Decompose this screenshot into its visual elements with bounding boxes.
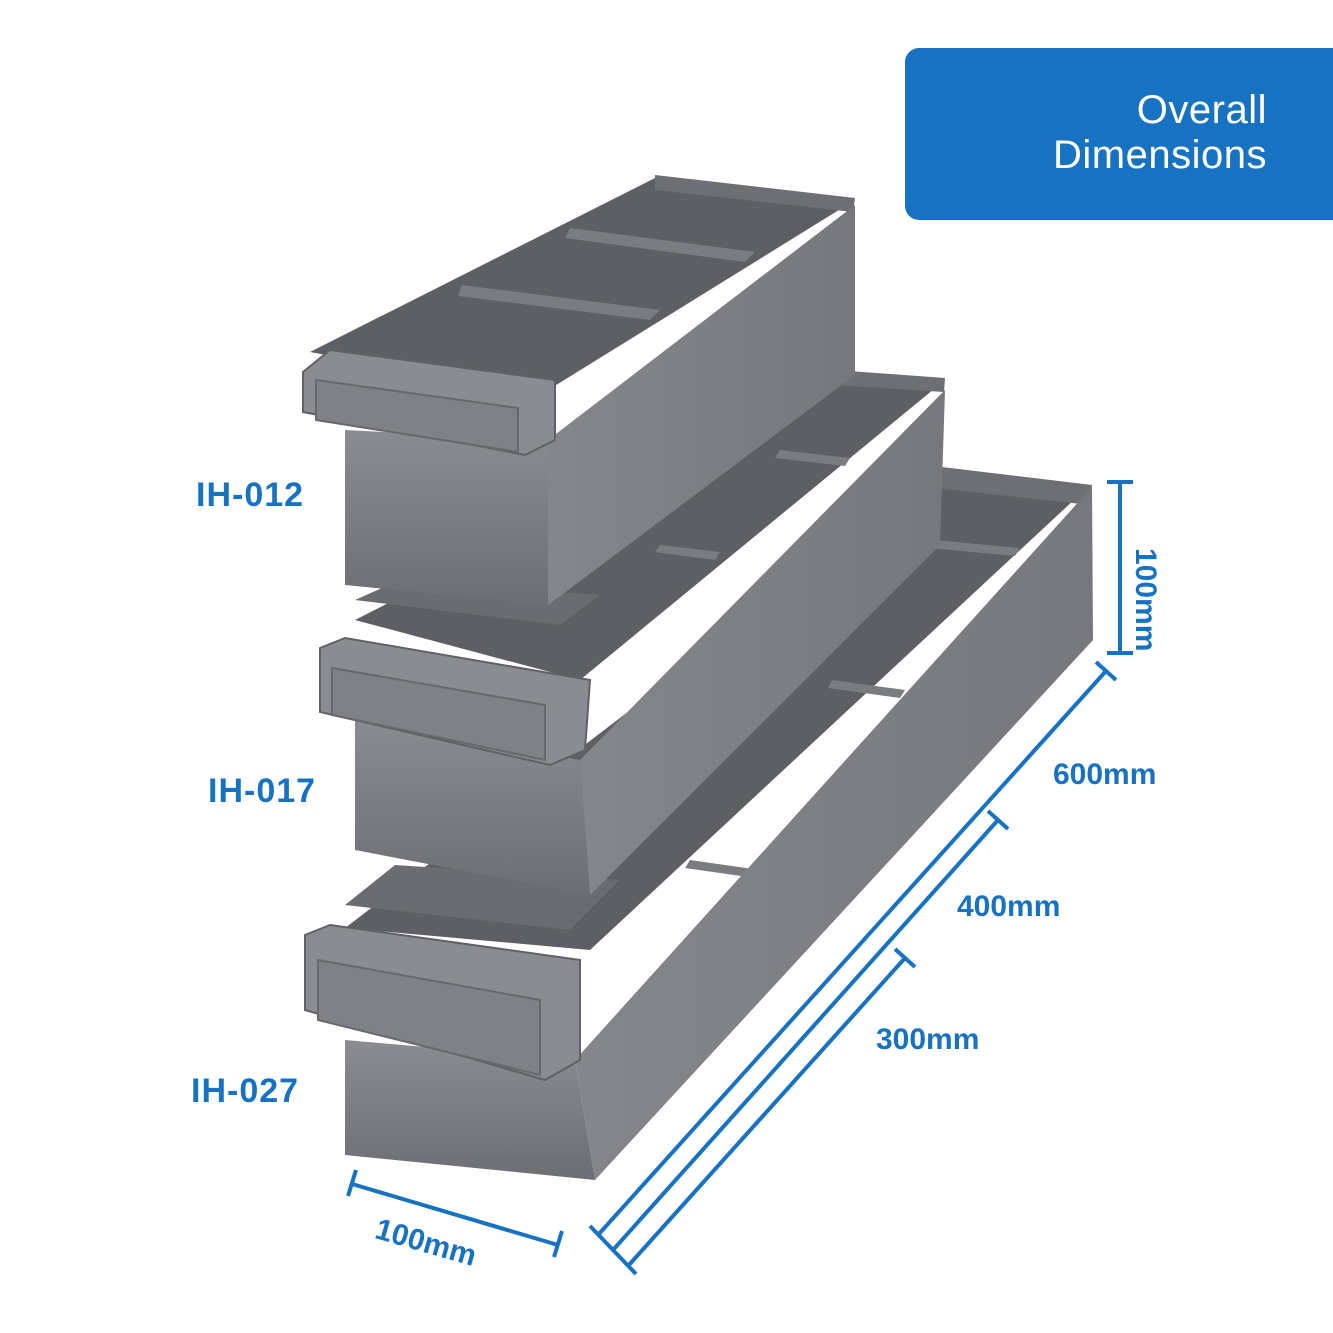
height-dimension-label: 100mm — [1129, 548, 1162, 652]
length-300-label: 300mm — [876, 1023, 980, 1056]
bin-ih-012 — [302, 175, 855, 605]
product-label-ih-012: IH-012 — [196, 476, 305, 514]
banner-title-line1: Overall — [1136, 88, 1267, 132]
dimension-lines — [346, 480, 1133, 1276]
product-label-ih-027: IH-027 — [191, 1072, 300, 1110]
overall-dimensions-banner: Overall Dimensions — [905, 48, 1333, 220]
length-400-label: 400mm — [957, 890, 1061, 923]
banner-title: Overall Dimensions — [1053, 88, 1267, 178]
banner-title-line2: Dimensions — [1053, 133, 1267, 177]
product-label-ih-017: IH-017 — [208, 772, 317, 810]
length-600-label: 600mm — [1053, 758, 1157, 791]
